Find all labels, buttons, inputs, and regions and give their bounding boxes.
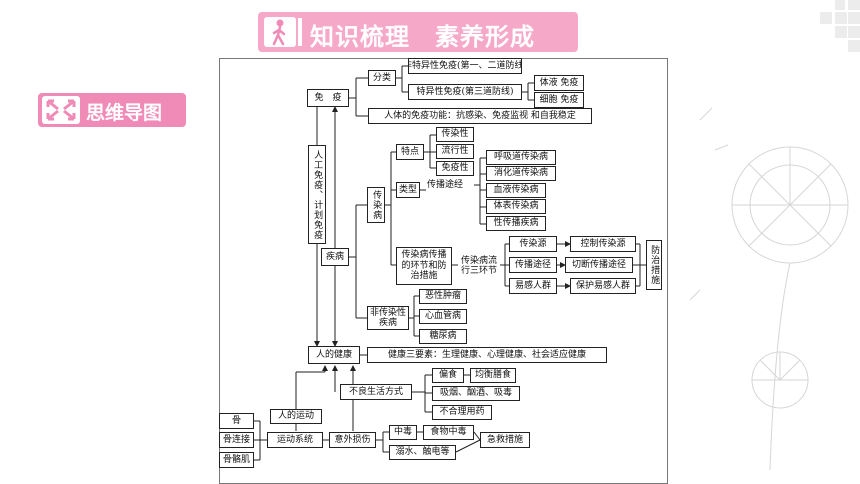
corner-square-5: [848, 12, 860, 24]
node-protect: 保护易感人群: [570, 278, 636, 294]
node-muscle: 骨骼肌: [219, 452, 254, 468]
node-control-source: 控制传染源: [570, 236, 636, 252]
node-immunogenic: 免疫性: [436, 161, 474, 176]
node-food-poisoning: 食物中毒: [423, 425, 474, 440]
node-joint: 骨连接: [219, 432, 254, 448]
node-balanced-diet: 均衡膳食: [470, 368, 516, 383]
corner-square-1: [835, 0, 845, 10]
node-cut-route: 切断传播途径: [565, 257, 633, 273]
node-health: 人的健康: [308, 346, 360, 364]
node-transmission-route: 传播途经: [427, 179, 464, 190]
corner-square-4: [835, 12, 847, 24]
node-epidemic: 流行性: [436, 144, 474, 159]
node-digestive: 消化道传染病: [486, 166, 556, 181]
title-banner: 知识梳理 素养形成: [258, 12, 578, 52]
mind-map-tag: 思维导图: [38, 93, 186, 127]
corner-square-2: [848, 0, 860, 10]
node-cellular: 细胞 免疫: [534, 92, 584, 108]
node-human-movement: 人的运动: [270, 409, 322, 424]
node-first-aid: 急救措施: [480, 432, 530, 448]
node-blood: 血液传染病: [486, 183, 546, 198]
node-contagious: 传染性: [436, 127, 474, 142]
corner-square-7: [848, 26, 860, 38]
node-bone: 骨: [219, 413, 254, 429]
node-types: 类型: [396, 182, 420, 198]
node-poisoning: 中毒: [389, 425, 417, 440]
node-immune-functions: 人体的免疫功能：抗感染、免疫监视 和自我稳定: [368, 108, 592, 124]
node-immunity: 免 疫: [307, 89, 349, 107]
node-artificial-immunity: 人工免疫、计划免疫: [308, 145, 326, 244]
node-disease: 疾病: [321, 248, 349, 266]
node-features: 特点: [396, 144, 424, 160]
arrows-icon: [42, 96, 80, 124]
node-diabetes: 糖尿病: [419, 329, 467, 344]
mind-map-label: 思维导图: [86, 102, 163, 124]
node-susceptible: 易感人群: [509, 278, 557, 294]
node-smoking: 吸烟、酗酒、吸毒: [432, 386, 520, 401]
node-body-surface: 体表传染病: [486, 199, 546, 214]
node-respiratory: 呼吸道传染病: [486, 150, 556, 165]
node-classification: 分类: [368, 70, 396, 86]
node-route: 传播途径: [509, 257, 557, 273]
node-cardio: 心血管病: [419, 309, 467, 324]
dandelion-decoration: [689, 107, 849, 471]
node-links-prevention: 传染病传播的环节和防治措施: [396, 247, 452, 285]
node-picky: 偏食: [432, 368, 464, 383]
corner-square-6: [835, 26, 847, 38]
title-divider: [298, 18, 302, 46]
node-source: 传染源: [509, 236, 557, 252]
page-title: 知识梳理 素养形成: [310, 23, 535, 51]
node-nonspecific: 非特异性免疫(第一、二道防线): [408, 58, 522, 74]
node-motor-system: 运动系统: [267, 432, 323, 448]
node-drugs: 不合理用药: [432, 405, 492, 420]
node-measures: 防治措施: [646, 240, 662, 290]
node-health-elements: 健康三要素：生理健康、心理健康、社会适应健康: [367, 347, 607, 363]
node-noninfectious: 非传染性疾病: [367, 306, 409, 330]
node-three-links: 传染病流行三环节: [460, 255, 497, 276]
node-specific: 特异性免疫(第三道防线): [408, 84, 522, 100]
node-humoral: 体液 免疫: [534, 75, 584, 91]
node-tumor: 恶性肿瘤: [419, 289, 467, 304]
corner-square-3: [820, 12, 832, 24]
walking-person-icon: [264, 17, 296, 47]
node-bad-habits: 不良生活方式: [340, 384, 412, 400]
node-accident: 意外损伤: [329, 432, 376, 448]
corner-square-8: [848, 40, 860, 52]
node-infectious: 传染病: [367, 187, 385, 223]
node-drowning: 溺水、触电等: [389, 445, 456, 460]
node-sexual: 性传播疾病: [486, 216, 546, 231]
